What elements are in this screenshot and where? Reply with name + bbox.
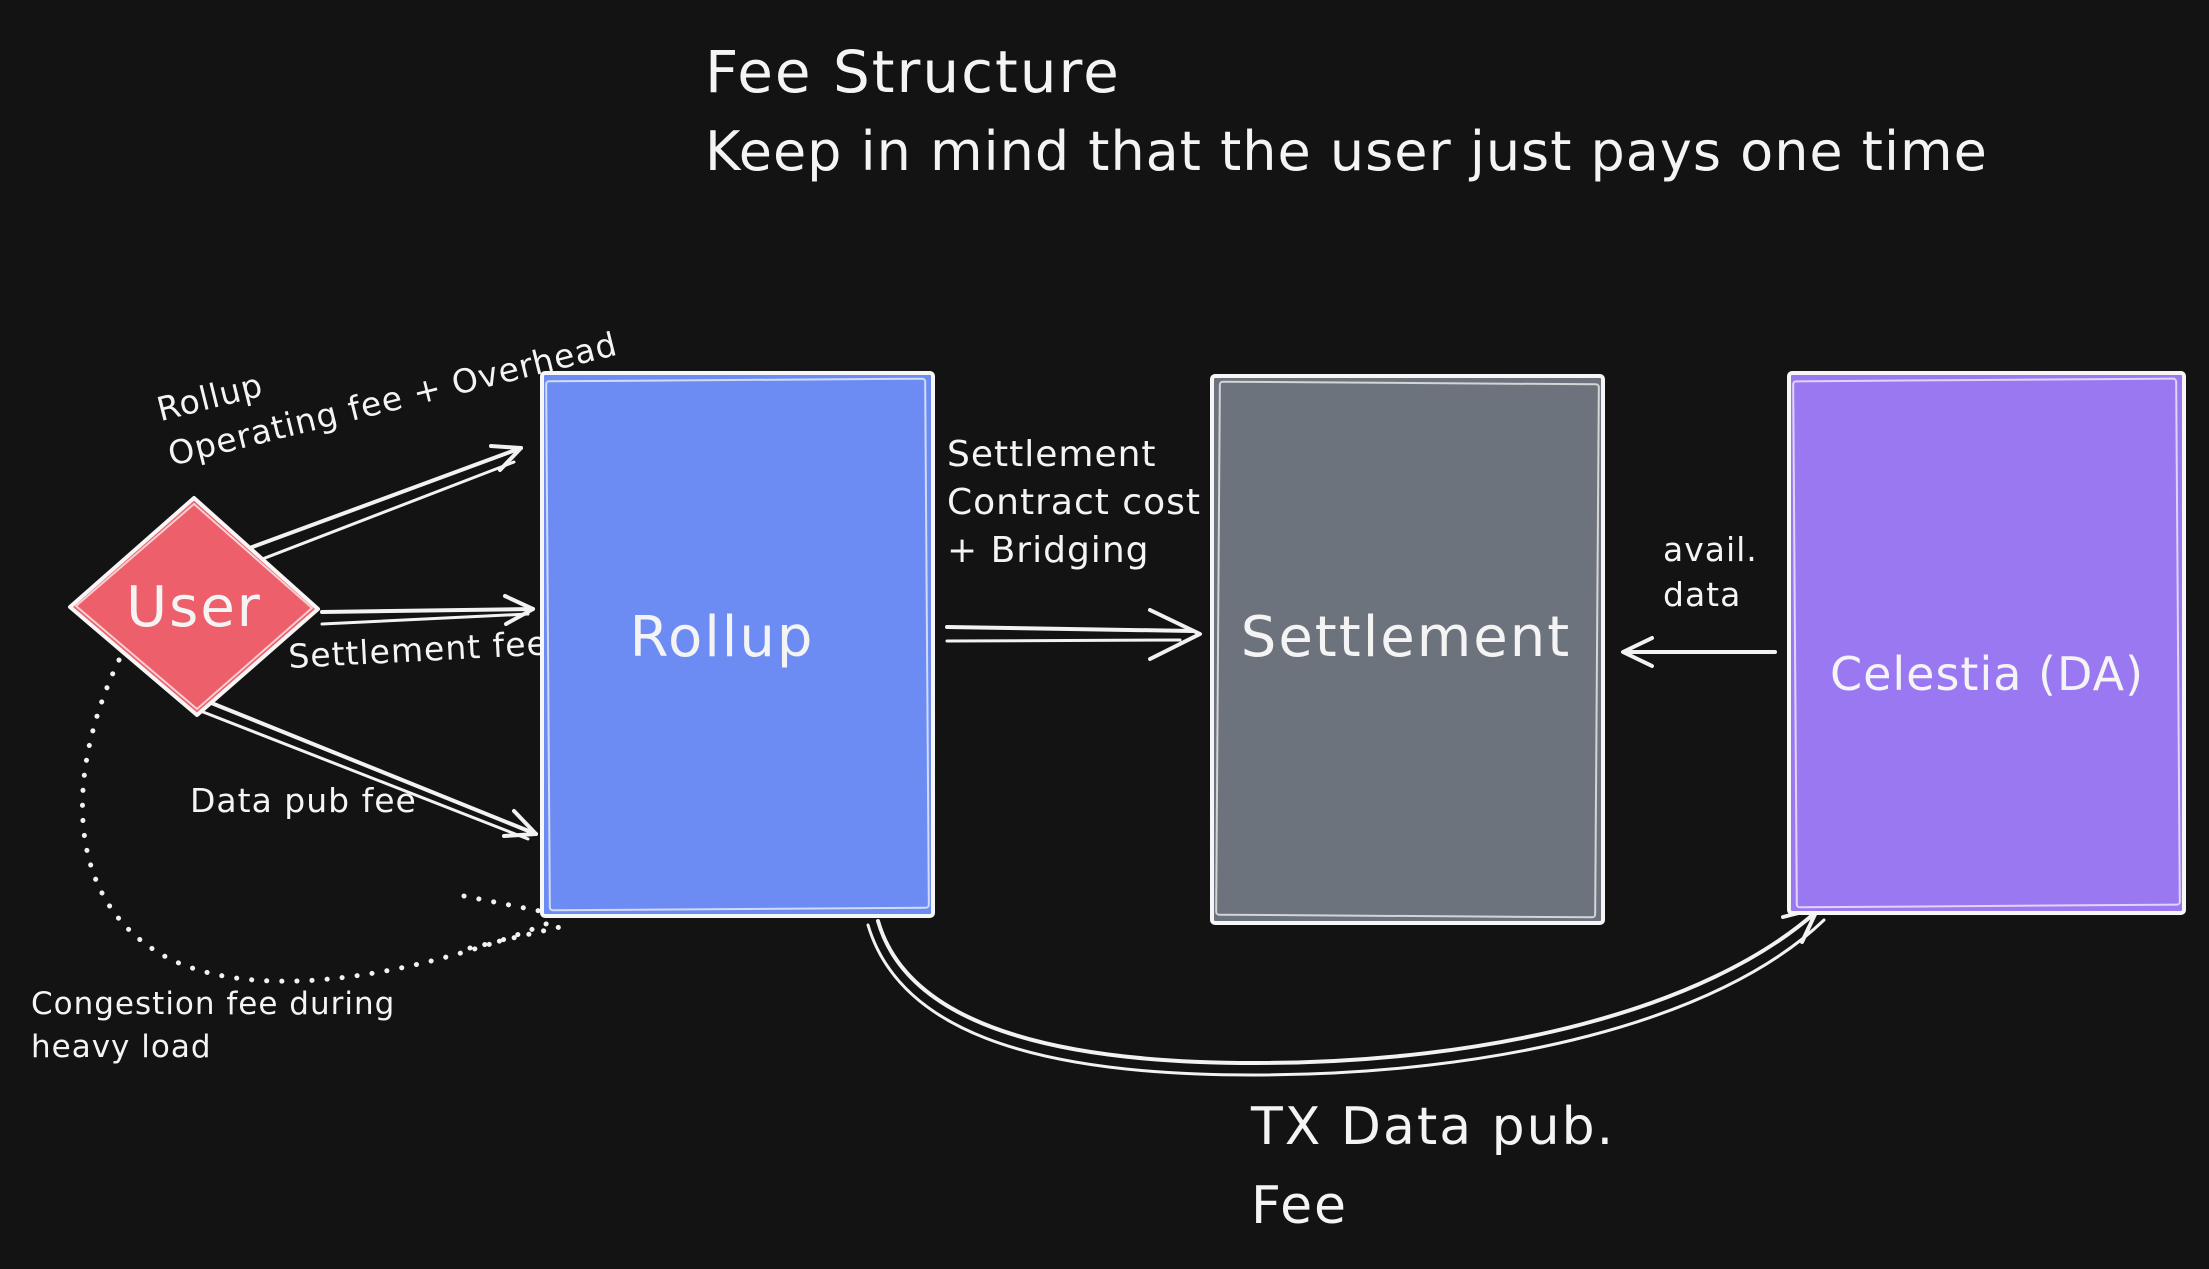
title-line-1: Fee Structure [705, 38, 1121, 106]
edge-congestion-fee-dotted [80, 657, 563, 984]
edge-label-avail-data-line-2: data [1663, 575, 1741, 614]
node-celestia-shape [1787, 371, 2186, 915]
edge-label-settlement-contract-line-1: Settlement [947, 434, 1157, 475]
edge-label-tx-data-pub: TX Data pub. Fee [1250, 1097, 1615, 1236]
node-user-sketch-stroke [74, 502, 314, 711]
node-celestia-label: Celestia (DA) [1830, 647, 2144, 701]
edge-settlement-contract-arrowhead [1148, 608, 1202, 661]
edge-data-pub-fee-line-2 [196, 708, 530, 841]
edge-data-pub-fee-arrow [196, 698, 538, 841]
edge-label-data-pub-fee: Data pub fee [190, 781, 417, 820]
edge-operating-fee-line-2 [250, 460, 516, 565]
node-user: User [68, 496, 320, 717]
edge-label-congestion-fee-line-1: Congestion fee during [31, 986, 395, 1022]
edge-label-settlement-contract-line-3: + Bridging [947, 530, 1149, 571]
edge-label-settlement-contract: Settlement Contract cost + Bridging [947, 434, 1201, 571]
node-celestia: Celestia (DA) [1787, 371, 2186, 915]
edge-congestion-fee-curve [80, 657, 559, 984]
edge-operating-fee-arrow [245, 444, 523, 565]
node-settlement-sketch-stroke [1215, 380, 1600, 919]
edge-settlement-contract-line-2 [945, 638, 1182, 643]
title-line-2: Keep in mind that the user just pays one… [705, 120, 1988, 183]
edge-data-pub-fee-arrowhead [502, 809, 538, 838]
edge-settlement-fee-line [320, 607, 535, 614]
node-settlement-label: Settlement [1241, 605, 1571, 670]
edge-avail-data-arrow [1621, 636, 1777, 668]
node-settlement: Settlement [1210, 374, 1605, 925]
edge-congestion-fee-tip-2 [467, 924, 563, 951]
edge-label-avail-data: avail. data [1663, 530, 1758, 614]
node-rollup-label: Rollup [630, 605, 815, 670]
edge-settlement-contract-arrow [945, 608, 1202, 661]
edge-data-pub-fee-line [202, 698, 538, 836]
node-celestia-sketch-stroke [1792, 377, 2181, 909]
edge-avail-data-arrowhead [1621, 636, 1654, 668]
edge-label-avail-data-line-1: avail. [1663, 530, 1758, 569]
edge-operating-fee-arrowhead [489, 444, 523, 472]
edge-label-tx-data-pub-line-1: TX Data pub. [1250, 1097, 1615, 1157]
node-user-label: User [126, 575, 262, 640]
edge-settlement-fee-arrow [320, 594, 535, 626]
edge-label-congestion-fee: Congestion fee during heavy load [31, 986, 395, 1065]
edge-label-settlement-contract-line-2: Contract cost [947, 482, 1201, 523]
diagram-title: Fee Structure Keep in mind that the user… [705, 38, 1988, 183]
node-user-shape [68, 496, 320, 717]
edge-label-congestion-fee-line-2: heavy load [31, 1029, 212, 1065]
node-rollup: Rollup [540, 371, 935, 918]
edge-settlement-contract-line [945, 625, 1195, 633]
node-settlement-shape [1210, 374, 1605, 925]
edge-settlement-fee-arrowhead [503, 594, 535, 626]
edge-congestion-fee-tip-1 [461, 893, 563, 918]
edge-tx-data-pub-curve [876, 910, 1818, 1065]
edge-label-tx-data-pub-line-2: Fee [1251, 1176, 1348, 1236]
edge-operating-fee-line [245, 446, 523, 551]
node-rollup-shape [540, 371, 935, 918]
edge-tx-data-pub-curve-2 [866, 918, 1826, 1077]
node-rollup-sketch-stroke [545, 377, 930, 912]
edge-settlement-fee-line-2 [320, 612, 530, 626]
